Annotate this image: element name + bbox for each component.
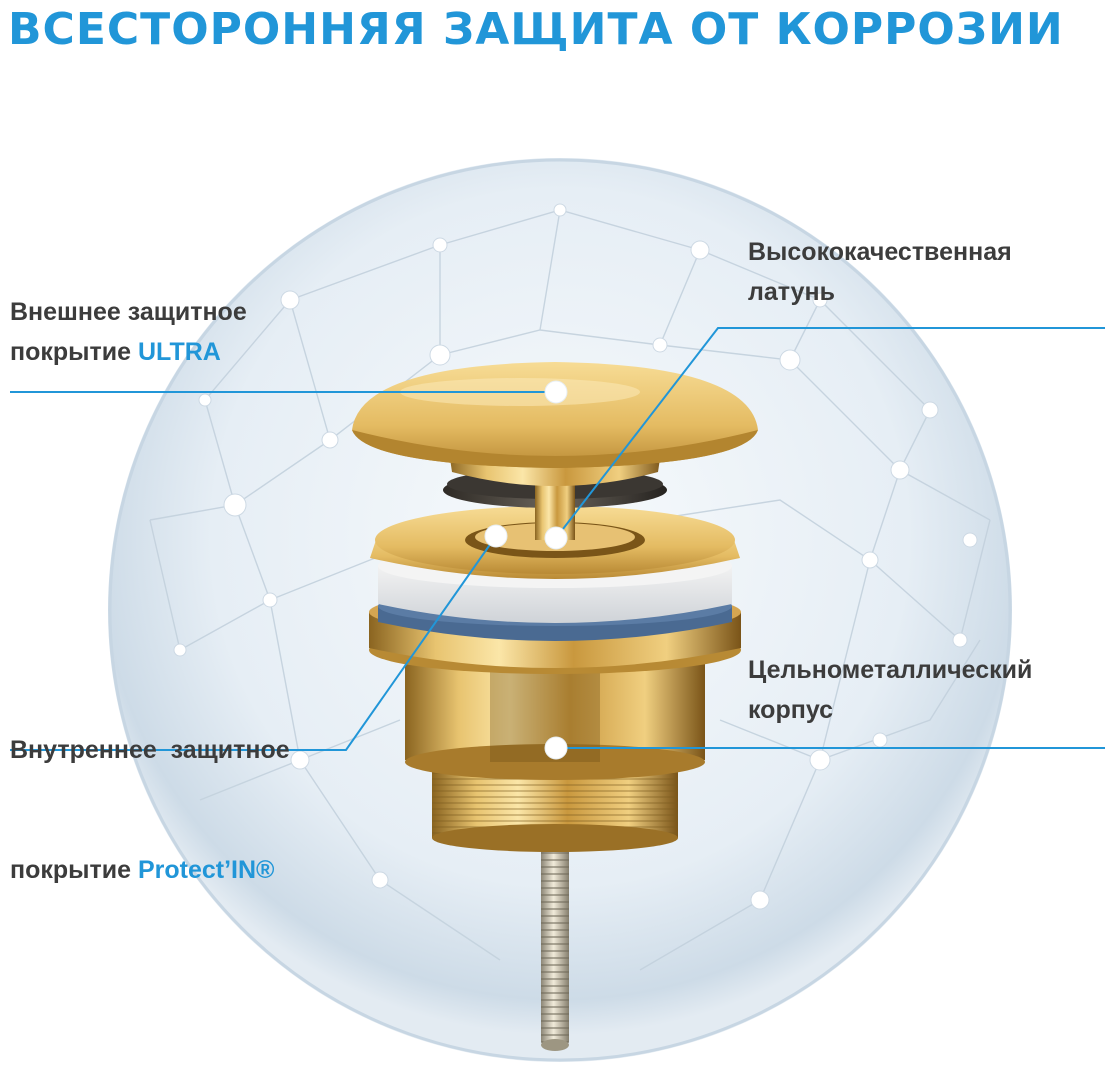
page-title: ВСЕСТОРОННЯЯ ЗАЩИТА ОТ КОРРОЗИИ <box>8 4 1064 55</box>
callout-inner-coating-prefix: покрытие <box>10 856 138 884</box>
leader-line-inner-coating <box>10 535 497 751</box>
callout-inner-coating-line2: покрытие Protect’IN® <box>10 850 290 890</box>
marker-dot-brass <box>544 526 568 550</box>
callout-brass-line2: латунь <box>748 278 836 306</box>
callout-brass: Высококачественная латунь <box>748 232 1012 312</box>
marker-dot-body <box>544 736 568 760</box>
callout-inner-coating-line1: Внутреннее защитное <box>10 736 290 764</box>
marker-dot-inner-coating <box>484 524 508 548</box>
callout-body-line1: Цельнометаллический <box>748 656 1033 684</box>
protectin-coating-name: Protect’IN® <box>137 856 275 884</box>
gold-drain-valve-icon <box>352 362 758 1051</box>
callout-outer-coating-line2: покрытие ULTRA <box>10 332 247 372</box>
callout-body-line2: корпус <box>748 696 834 724</box>
ultra-coating-name: ULTRA <box>137 338 221 366</box>
callout-outer-coating-prefix: покрытие <box>10 338 138 366</box>
leader-line-brass <box>555 327 1105 539</box>
callout-inner-coating: Внутреннее защитное покрытие Protect’IN® <box>10 650 290 930</box>
callout-body: Цельнометаллический корпус <box>748 650 1032 730</box>
callout-outer-coating: Внешнее защитное покрытие ULTRA <box>10 292 247 372</box>
callout-outer-coating-line1: Внешнее защитное <box>10 298 247 326</box>
marker-dot-outer-coating <box>544 380 568 404</box>
callout-brass-line1: Высококачественная <box>748 238 1012 266</box>
